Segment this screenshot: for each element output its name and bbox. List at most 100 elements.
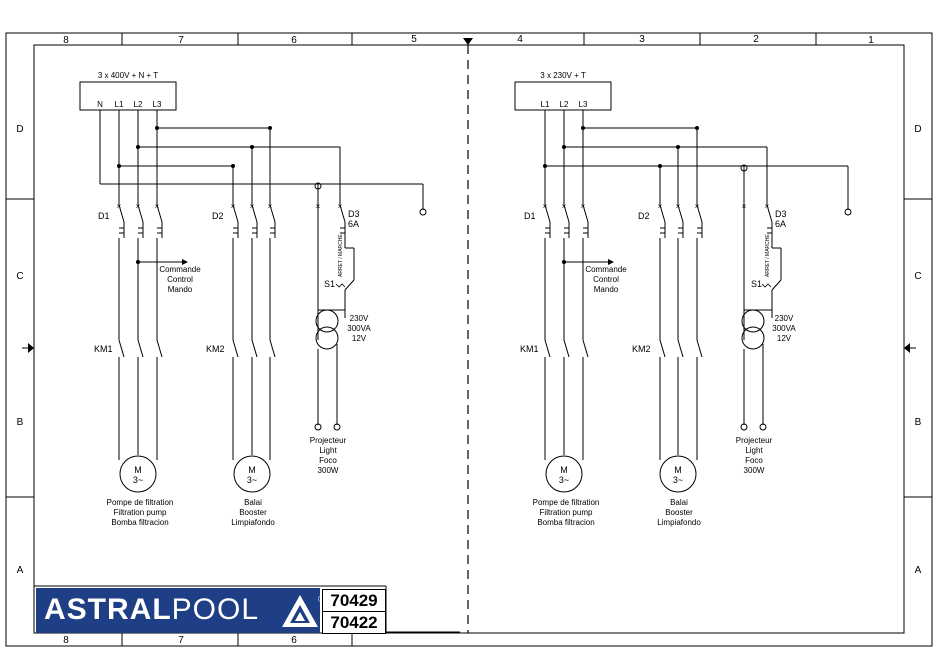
svg-text:×: ×: [268, 202, 273, 211]
terminal-l3: L3: [153, 100, 162, 109]
motor1-line: Filtration pump: [540, 508, 593, 517]
row-label: D: [16, 124, 23, 135]
motor1-line: Bomba filtracion: [111, 518, 168, 527]
command-line: Mando: [594, 285, 619, 294]
svg-text:×: ×: [231, 202, 236, 211]
row-label: A: [17, 565, 24, 576]
svg-text:×: ×: [338, 202, 343, 211]
light-line: Projecteur: [736, 436, 773, 445]
svg-text:×: ×: [117, 202, 122, 211]
motor2-line: Balai: [244, 498, 262, 507]
terminal-l3: L3: [579, 100, 588, 109]
command-line: Control: [593, 275, 619, 284]
col-label: 6: [291, 35, 297, 46]
product-code-2: 70422: [322, 611, 386, 634]
supply-box: [514, 81, 612, 111]
row-label: A: [915, 565, 922, 576]
svg-text:×: ×: [658, 202, 663, 211]
breaker-d1: × × × D1: [524, 202, 589, 238]
supply-label: 3 x 230V + T: [540, 71, 586, 80]
motor1-line: Pompe de filtration: [533, 498, 600, 507]
command-line: Control: [167, 275, 193, 284]
d3-label: D3: [775, 209, 787, 219]
motor-symbol: 3~: [559, 475, 569, 485]
km2-label: KM2: [632, 344, 651, 354]
transformer-line: 230V: [775, 314, 794, 323]
motor-symbol: 3~: [673, 475, 683, 485]
d3-rating: 6A: [348, 219, 359, 229]
bottom-column-ruler: 8 7 6: [63, 633, 353, 646]
motor-feeds: [544, 238, 703, 460]
row-label: D: [914, 124, 921, 135]
col-label: 3: [639, 34, 645, 45]
transformer-line: 12V: [777, 334, 792, 343]
row-ruler: D C B A D C B A: [6, 124, 932, 576]
transformer-line: 300VA: [347, 324, 371, 333]
product-code-1: 70429: [322, 589, 386, 612]
astralpool-logo-icon: ®: [282, 594, 324, 627]
svg-text:×: ×: [742, 202, 747, 211]
d1-label: D1: [98, 211, 110, 221]
svg-text:×: ×: [676, 202, 681, 211]
supply-label: 3 x 400V + N + T: [98, 71, 158, 80]
registered-mark: ®: [318, 594, 324, 604]
terminal-l1: L1: [541, 100, 550, 109]
right-panel-230v: 3 x 230V + T L1 L2 L3: [514, 71, 852, 527]
col-label: 1: [868, 35, 874, 46]
command-branch: Commande Control Mando: [136, 259, 201, 294]
motor-2: M 3~ Balai Booster Limpiafondo: [231, 455, 275, 527]
motor2-line: Balai: [670, 498, 688, 507]
row-label: B: [17, 417, 24, 428]
svg-text:×: ×: [316, 202, 321, 211]
km2-label: KM2: [206, 344, 225, 354]
breaker-d3: × × D3 6A ARRET / MARCHE S1: [742, 202, 787, 340]
light-line: 300W: [318, 466, 339, 475]
motor1-line: Bomba filtracion: [537, 518, 594, 527]
command-line: Commande: [159, 265, 201, 274]
col-label: 8: [63, 635, 69, 646]
terminal-n: N: [97, 100, 103, 109]
transformer-line: 300VA: [772, 324, 796, 333]
brand-logo: ASTRALPOOL: [44, 592, 259, 628]
light-line: Foco: [319, 456, 337, 465]
terminal-l2: L2: [560, 100, 569, 109]
col-label: 2: [753, 34, 759, 45]
svg-text:×: ×: [765, 202, 770, 211]
light-line: Light: [745, 446, 763, 455]
command-branch: Commande Control Mando: [562, 259, 627, 294]
d3-label: D3: [348, 209, 360, 219]
transformer-line: 12V: [352, 334, 367, 343]
light-line: 300W: [744, 466, 765, 475]
transformer: 230V 300VA 12V Projecteur Light Foco 300…: [736, 309, 796, 475]
breaker-d3: × × D3 6A ARRET / MARCHE S1: [316, 202, 360, 340]
motor-1: M 3~ Pompe de filtration Filtration pump…: [533, 455, 600, 527]
col-label: 7: [178, 35, 184, 46]
col-label: 7: [178, 635, 184, 646]
col-label: 5: [411, 34, 417, 45]
svg-text:×: ×: [136, 202, 141, 211]
col-label: 4: [517, 34, 523, 45]
motor-2: M 3~ Balai Booster Limpiafondo: [657, 455, 701, 527]
motor2-line: Limpiafondo: [231, 518, 275, 527]
switch-note: ARRET / MARCHE: [765, 234, 771, 277]
svg-text:×: ×: [155, 202, 160, 211]
svg-text:×: ×: [562, 202, 567, 211]
bus-wiring: [99, 110, 424, 210]
transformer-line: 230V: [350, 314, 369, 323]
km1-label: KM1: [94, 344, 113, 354]
top-column-ruler: 8 7 6 5 4 3 2 1: [63, 33, 874, 46]
motor-symbol: M: [248, 465, 256, 475]
col-label: 6: [291, 635, 297, 646]
outer-frame: [5, 32, 933, 647]
svg-text:×: ×: [581, 202, 586, 211]
brand-bold: ASTRAL: [44, 593, 172, 626]
light-line: Light: [319, 446, 337, 455]
light-line: Foco: [745, 456, 763, 465]
supply-box: [79, 81, 177, 111]
motor-symbol: 3~: [133, 475, 143, 485]
center-marker-left: [28, 343, 34, 353]
motor1-line: Filtration pump: [114, 508, 167, 517]
terminal-l2: L2: [134, 100, 143, 109]
terminal-l1: L1: [115, 100, 124, 109]
